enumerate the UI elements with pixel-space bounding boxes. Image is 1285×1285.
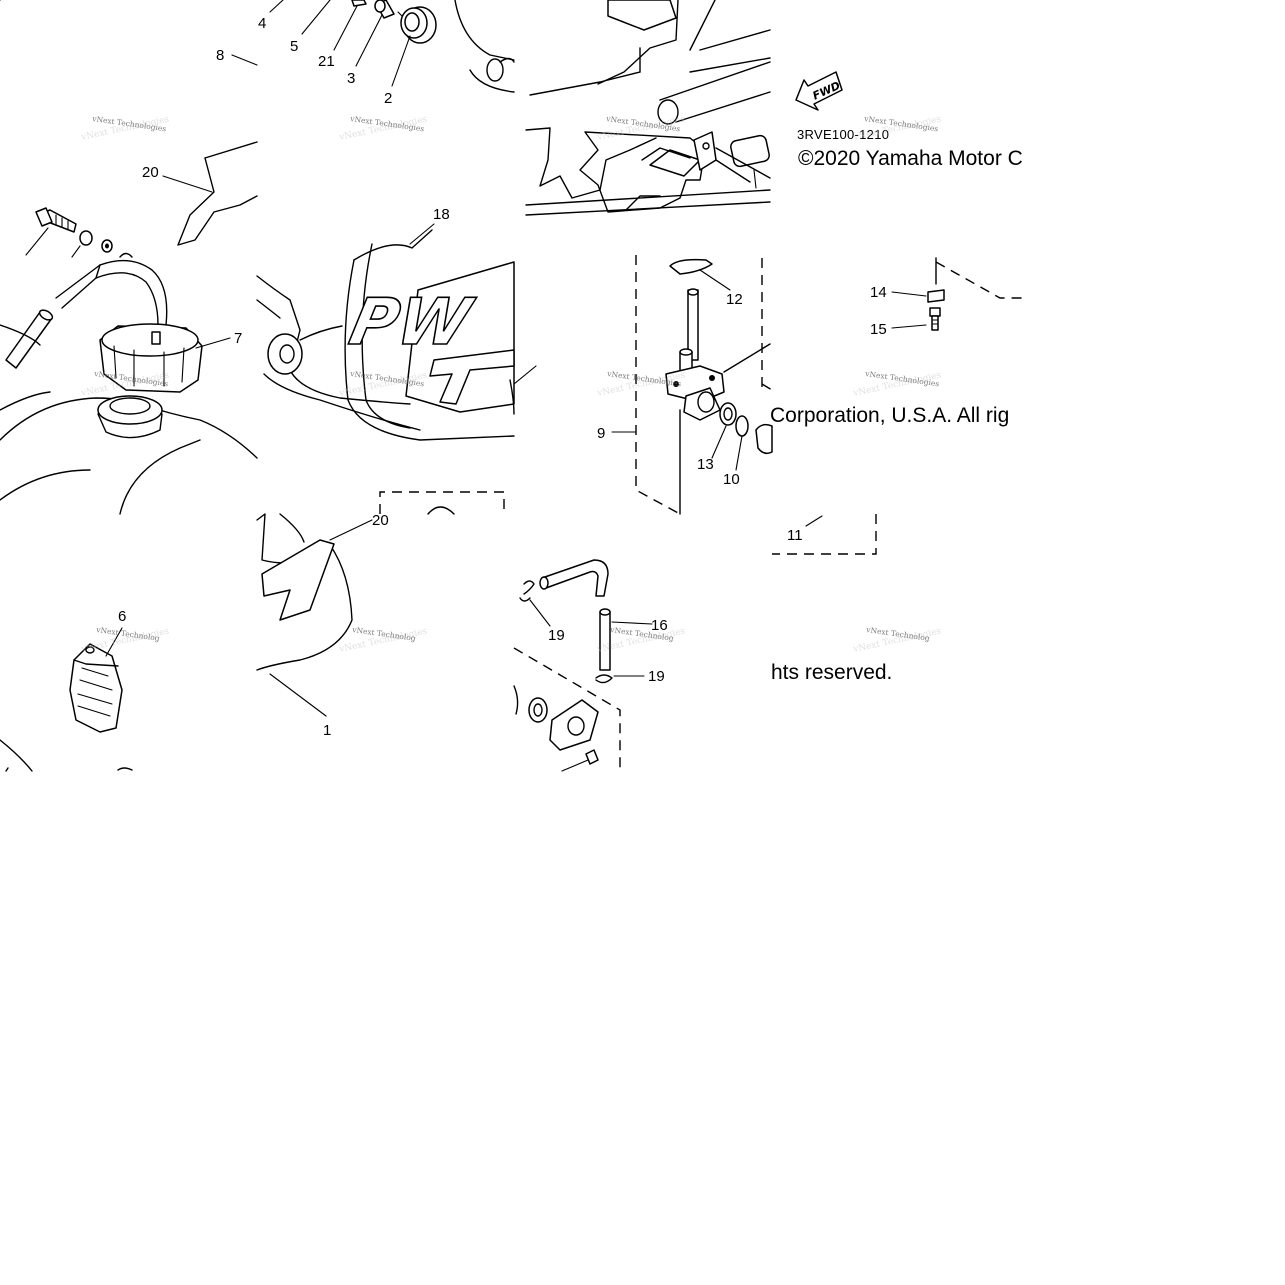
tile-fasteners: 14 15 Corporation, U.S.A. All rig bbox=[761, 257, 1028, 427]
tile-tank-side: 18 PW bbox=[256, 206, 537, 441]
callout-20: 20 bbox=[142, 164, 159, 181]
callout-4: 4 bbox=[258, 15, 266, 32]
callout-1: 1 bbox=[323, 722, 331, 739]
copyright-line-2: Corporation, U.S.A. All rig bbox=[770, 404, 1009, 427]
callout-18: 18 bbox=[433, 206, 450, 223]
tile-bolt-washers: 8 4 20 bbox=[25, 0, 284, 258]
callout-19b: 19 bbox=[648, 668, 665, 685]
callout-12: 12 bbox=[726, 291, 743, 308]
callout-5: 5 bbox=[290, 38, 298, 55]
tile-grommets: 5 21 3 2 bbox=[290, 0, 515, 107]
callout-9: 9 bbox=[597, 425, 605, 442]
tile-tank-lower: 20 1 bbox=[256, 491, 505, 739]
callout-15: 15 bbox=[870, 321, 887, 338]
fuel-cock-part bbox=[665, 288, 725, 421]
callout-8: 8 bbox=[216, 47, 224, 64]
callout-19a: 19 bbox=[548, 627, 565, 644]
callout-7: 7 bbox=[234, 330, 242, 347]
callout-10: 10 bbox=[723, 471, 740, 488]
callout-13: 13 bbox=[697, 456, 714, 473]
copyright-line-1: ©2020 Yamaha Motor C bbox=[798, 147, 1023, 170]
grommet-part bbox=[397, 6, 437, 44]
callout-14: 14 bbox=[870, 284, 887, 301]
tile-fuel-cock: 12 13 10 9 bbox=[597, 255, 773, 515]
drawing-code: 3RVE100-1210 bbox=[797, 127, 889, 142]
tile-misc: 11 hts reserved. bbox=[771, 514, 892, 684]
fuel-cap-part bbox=[99, 323, 203, 393]
bolt-part bbox=[35, 207, 77, 233]
callout-11: 11 bbox=[787, 527, 803, 544]
copyright-line-3: hts reserved. bbox=[771, 661, 892, 684]
tile-fwd-copyright: FWD 3RVE100-1210 ©2020 Yamaha Motor C bbox=[795, 71, 1023, 170]
tank-logo: PW bbox=[344, 286, 480, 360]
callout-16: 16 bbox=[651, 617, 668, 634]
bracket-part bbox=[69, 643, 123, 733]
callout-6: 6 bbox=[118, 608, 126, 625]
tile-frame-mount bbox=[0, 0, 771, 216]
callout-20b: 20 bbox=[372, 512, 389, 529]
fwd-arrow-icon: FWD bbox=[795, 71, 843, 111]
tile-bracket: 6 bbox=[0, 608, 133, 772]
callout-21: 21 bbox=[318, 53, 335, 70]
callout-3: 3 bbox=[347, 70, 355, 87]
tile-hoses: 16 19 19 bbox=[513, 559, 668, 772]
callout-2: 2 bbox=[384, 90, 392, 107]
pw-decal: PW bbox=[343, 261, 515, 413]
tile-fuel-cap: 7 bbox=[0, 259, 258, 515]
